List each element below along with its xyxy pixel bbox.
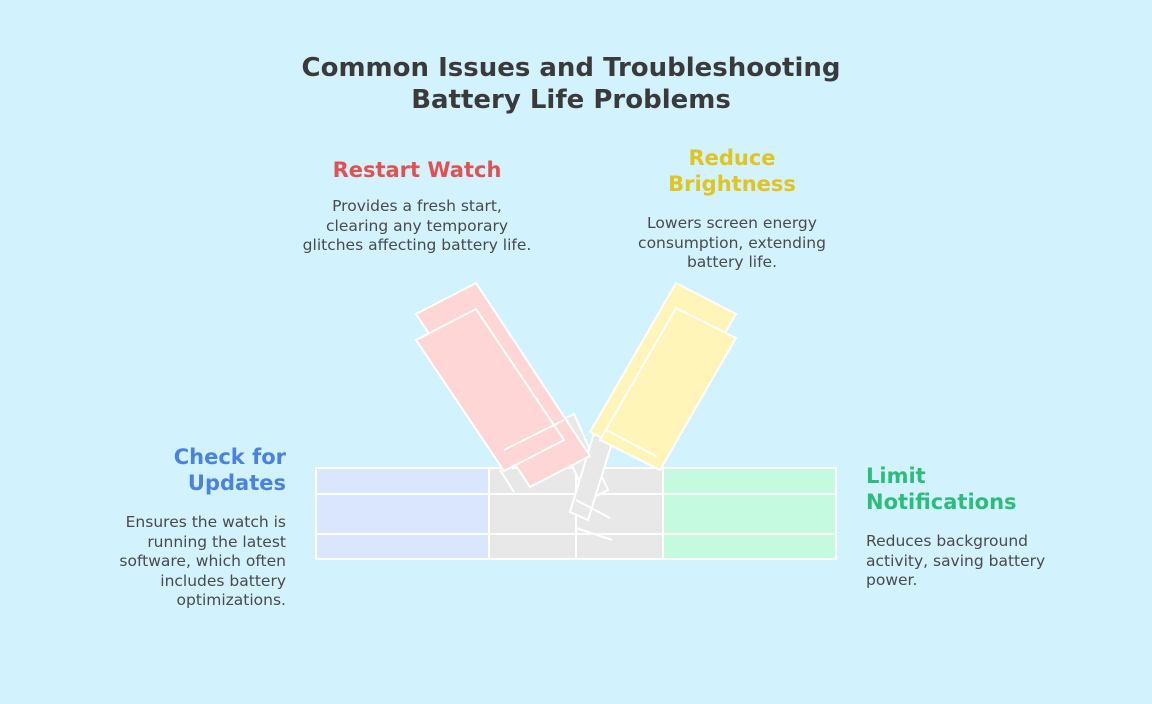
notifications-block [662, 467, 837, 560]
brightness-heading-line-2: Brightness [668, 172, 796, 196]
notifications-description: Reduces background activity, saving batt… [866, 532, 1046, 589]
restart-description: Provides a fresh start, clearing any tem… [302, 197, 532, 254]
restart-block-front [414, 307, 566, 473]
notifications-heading-line-1: Limit [866, 464, 926, 488]
title-line-1: Common Issues and Troubleshooting [301, 53, 841, 83]
brightness-heading: Reduce Brightness [620, 145, 844, 197]
brightness-description: Lowers screen energy consumption, extend… [638, 214, 826, 271]
restart-heading-line-1: Restart Watch [332, 158, 502, 182]
title-line-2: Battery Life Problems [411, 85, 731, 115]
connector-line-2 [575, 527, 613, 541]
page-title: Common Issues and Troubleshooting Batter… [0, 52, 1142, 116]
updates-heading-line-2: Updates [187, 471, 286, 495]
connector-line-3 [499, 469, 515, 493]
brightness-heading-line-1: Reduce [688, 146, 776, 170]
brightness-block-line [605, 429, 657, 457]
restart-block-line [503, 419, 565, 451]
updates-block [315, 467, 490, 560]
connector-line-1 [575, 499, 611, 519]
brightness-block-front [598, 306, 738, 472]
restart-heading: Restart Watch [300, 157, 534, 183]
notifications-heading-line-2: Notifications [866, 490, 1017, 514]
notifications-heading: Limit Notifications [866, 463, 1106, 515]
updates-heading: Check for Updates [86, 444, 286, 496]
updates-description: Ensures the watch is running the latest … [119, 513, 286, 609]
updates-heading-line-1: Check for [173, 445, 286, 469]
